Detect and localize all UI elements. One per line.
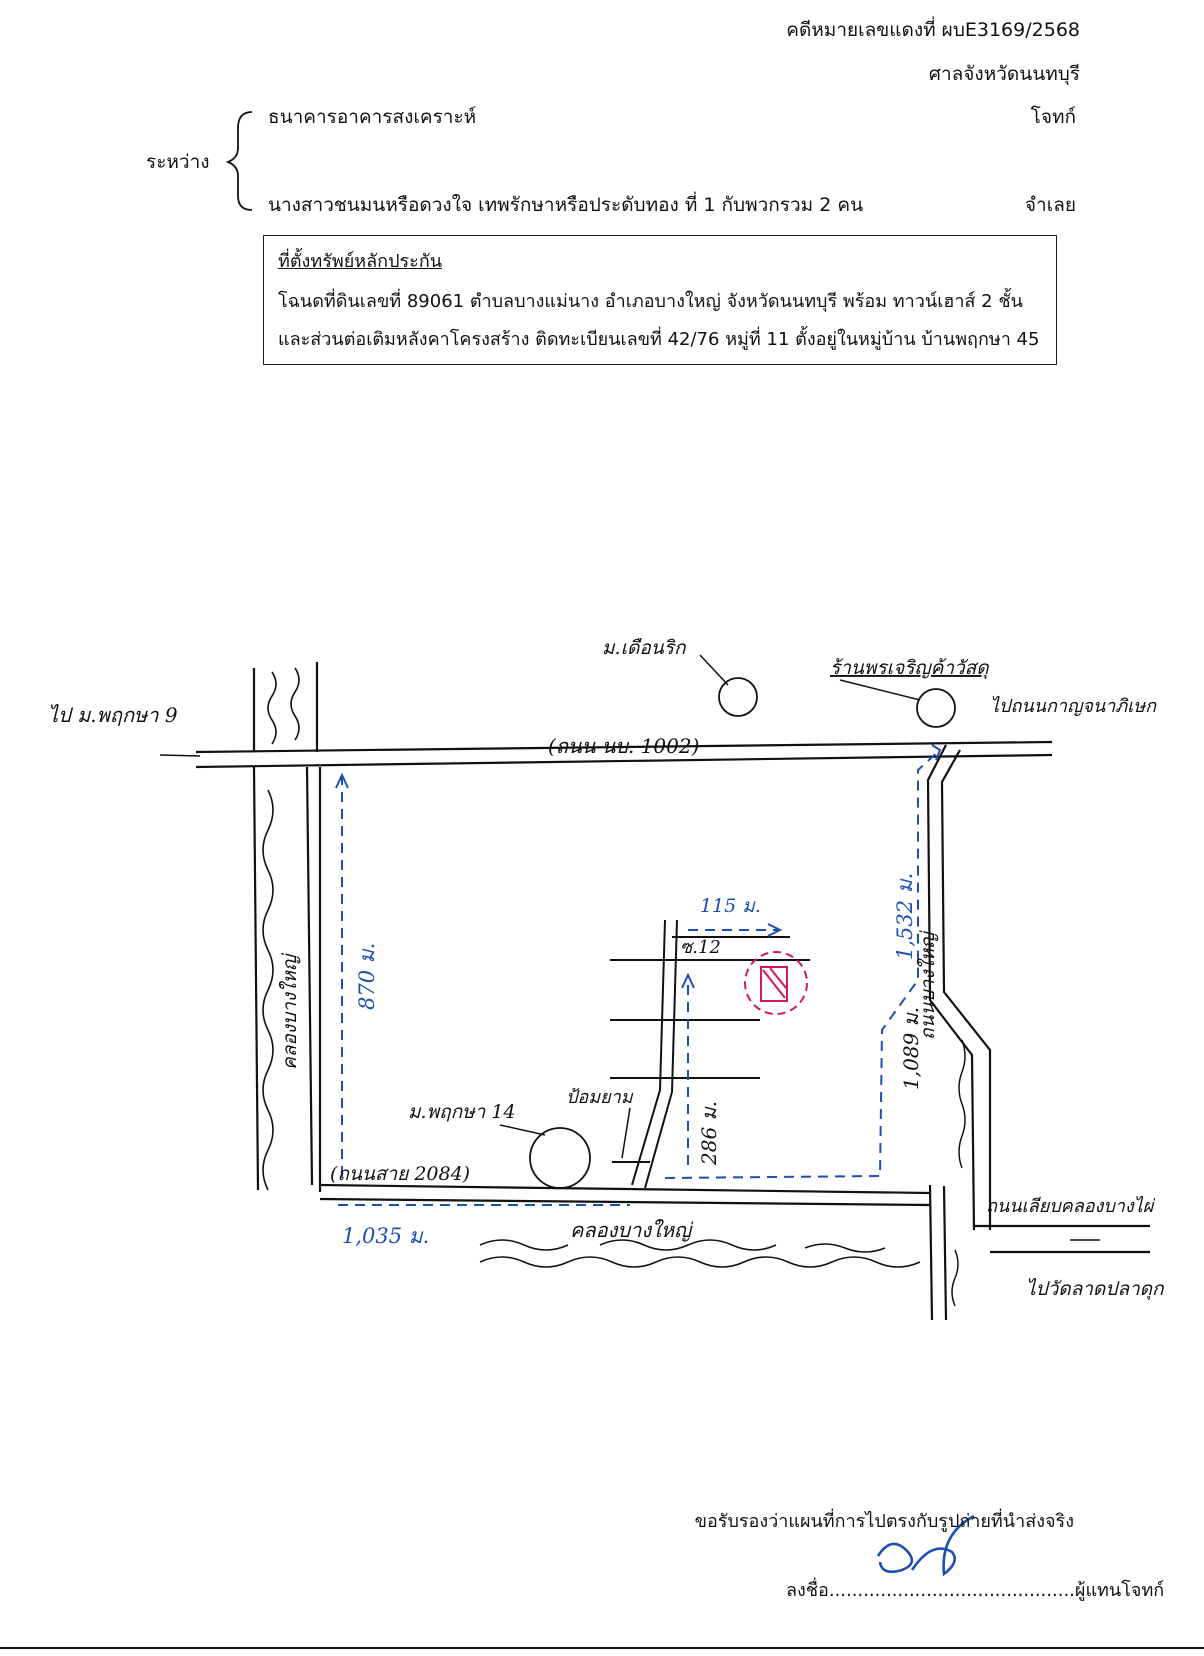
label-road-bottom: (ถนนสาย 2084) [330,1163,470,1185]
label-to-temple: ไปวัดลาดปลาดุก [1026,1277,1165,1300]
bottom-canal [479,1239,921,1268]
label-shop: ร้านพรเจริญค้าวัสดุ [830,657,990,679]
collateral-title: ที่ตั้งทรัพย์หลักประกัน [278,251,443,272]
sign-suffix: ผู้แทนโจทก์ [1074,1580,1165,1601]
soi-roads [610,919,810,1189]
right-road [926,744,1150,1321]
label-road-right: ถนนบางใหญ่ [916,930,939,1040]
sign-prefix: ลงชื่อ [786,1580,829,1601]
property-marker [744,951,808,1015]
label-soi: ซ.12 [680,937,721,958]
left-canal [262,667,300,1191]
between-label: ระหว่าง [146,151,210,173]
label-landmark-top: ม.เดือนริก [602,637,687,659]
right-canal [951,1039,966,1307]
route-arrow-corner [931,744,942,761]
label-top-road: (ถนน นบ. 1002) [548,734,699,758]
label-dist-top-small: 115 ม. [700,895,761,917]
bottom-rule [0,1647,1204,1649]
collateral-line-1: โฉนดที่ดินเลขที่ 89061 ตำบลบางแม่นาง อำเ… [278,291,1023,312]
landmark-circle-shop [916,688,956,728]
left-road [252,662,322,1192]
label-guard: ป้อมยาม [566,1087,634,1108]
case-number: คดีหมายเลขแดงที่ ผบE3169/2568 [786,19,1080,41]
plaintiff-name: ธนาคารอาคารสงเคราะห์ [268,106,477,128]
label-dist-right-lower: 1,089 ม. [899,1007,923,1090]
label-canal-bottom: คลองบางใหญ่ [570,1218,694,1242]
signature-mark [876,1514,975,1577]
route-arrow-up [335,772,349,789]
route-arrow-right [767,923,783,937]
pointer-lines [159,654,1100,1241]
top-road [195,740,1053,769]
landmark-circle-top [718,677,758,717]
collateral-box: ที่ตั้งทรัพย์หลักประกัน โฉนดที่ดินเลขที่… [263,235,1057,365]
route-arrow-mid [681,972,695,989]
label-dist-mid: 286 ม. [697,1101,721,1166]
label-to-kanchana: ไปถนนกาญจนาภิเษก [990,695,1157,717]
brace [225,111,253,211]
landmark-circle-village [529,1127,591,1189]
label-canal-left: คลองบางใหญ่ [278,952,301,1070]
label-village-14: ม.พฤกษา 14 [408,1101,516,1123]
sign-dots: ........................................… [828,1580,1075,1601]
collateral-line-2: และส่วนต่อเติมหลังคาโครงสร้าง ติดทะเบียน… [278,329,1040,350]
route-dashed [338,749,941,1206]
label-dist-right: 1,532 ม. [893,873,917,960]
plaintiff-role: โจทก์ [1030,106,1076,128]
bottom-road [319,1183,931,1207]
defendant-name: นางสาวชนมนหรือดวงใจ เทพรักษาหรือประดับทอ… [268,194,864,216]
label-to-village: ไป ม.พฤกษา 9 [48,703,178,727]
label-dist-bottom: 1,035 ม. [342,1224,429,1248]
signature-line: ลงชื่อ..................................… [786,1575,1164,1604]
label-dist-left: 870 ม. [355,943,379,1010]
defendant-role: จำเลย [1024,194,1076,216]
court-name: ศาลจังหวัดนนทบุรี [928,63,1080,85]
label-road-bottom-right: ถนนเลียบคลองบางไผ่ [986,1195,1155,1217]
certify-text: ขอรับรองว่าแผนที่การไปตรงกับรูปถ่ายที่นำ… [694,1511,1074,1532]
